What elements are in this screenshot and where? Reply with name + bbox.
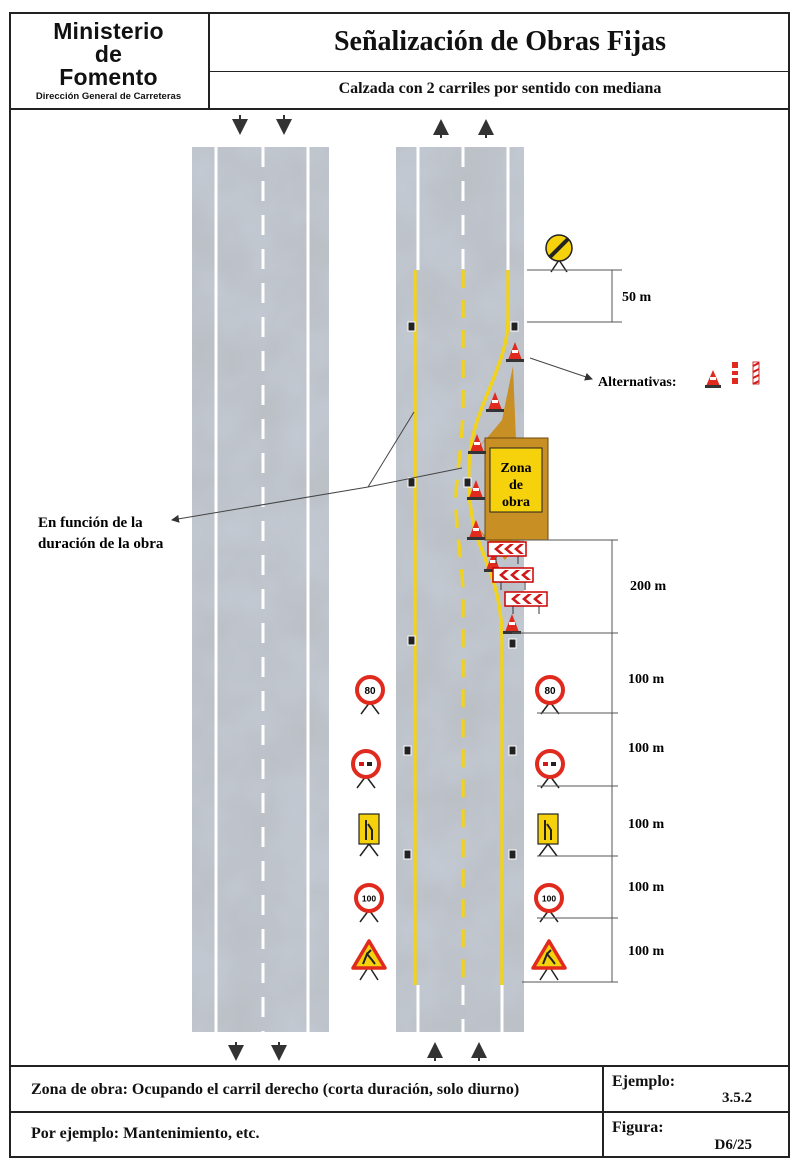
direction-arrows — [228, 115, 494, 1061]
right-carriageway — [396, 147, 524, 1032]
yellow-lane-divider — [454, 270, 465, 985]
distance-label: 50 m — [622, 290, 652, 305]
no-overtaking-sign-icon — [535, 749, 565, 789]
logo-line-2: de — [94, 41, 123, 67]
left-carriageway — [192, 147, 329, 1032]
cone-icon — [705, 370, 721, 388]
stud — [407, 321, 416, 332]
speed-limit-80-sign-icon: 80 — [355, 675, 385, 715]
chevron-panels — [487, 541, 548, 614]
logo-line-1: Ministerio — [53, 18, 164, 44]
speed-limit-100-sign-icon: 100 — [534, 883, 564, 923]
stud — [407, 635, 416, 646]
duration-pointer-main — [171, 486, 369, 523]
stud — [508, 745, 517, 756]
distance-label: 100 m — [628, 944, 665, 959]
cylindrical-beacon-icon — [732, 362, 738, 384]
example-note: Por ejemplo: Mantenimiento, etc. — [9, 1111, 604, 1158]
example-box: Ejemplo: 3.5.2 — [604, 1065, 790, 1111]
stud — [403, 849, 412, 860]
no-overtaking-sign-icon — [351, 749, 381, 789]
cone-icon — [467, 520, 485, 540]
ministry-logo: Ministerio de Fomento Dirección General … — [9, 12, 210, 110]
distance-label: 100 m — [628, 672, 665, 687]
figure-label: Figura: — [612, 1119, 664, 1136]
duration-note-line-2: duración de la obra — [38, 536, 164, 552]
distance-label: 100 m — [628, 880, 665, 895]
stud — [510, 321, 519, 332]
work-zone-label-box — [489, 447, 543, 513]
chevron-panel-icon — [504, 591, 548, 614]
end-of-restriction-sign-icon — [545, 234, 573, 273]
distance-dimensions — [512, 269, 622, 983]
cone-icon — [467, 480, 485, 500]
example-label: Ejemplo: — [612, 1073, 676, 1090]
duration-pointer-1 — [367, 411, 415, 488]
stud — [463, 477, 472, 488]
work-zone: Zona de obra — [472, 366, 549, 560]
duration-pointer-2 — [367, 467, 463, 488]
cone-icon — [468, 434, 486, 454]
alternatives-callout: Alternativas: — [529, 357, 760, 390]
logo-line-3: Fomento — [59, 64, 158, 90]
stud — [508, 849, 517, 860]
lane-closure-sign-icon — [537, 813, 559, 857]
page-frame — [9, 12, 790, 1158]
page-title: Señalización de Obras Fijas — [210, 12, 790, 72]
cone-icon — [506, 342, 524, 362]
page-subtitle: Calzada con 2 carriles por sentido con m… — [210, 72, 790, 110]
right-sign-column: 80 100 — [531, 675, 567, 981]
speed-limit-80-label: 80 — [364, 686, 376, 697]
speed-limit-100-label-right: 100 — [542, 894, 556, 904]
speed-limit-80-label-right: 80 — [544, 686, 556, 697]
work-zone-label-1: Zona — [500, 461, 531, 476]
speed-limit-100-sign-icon: 100 — [354, 883, 384, 923]
distance-label: 200 m — [630, 579, 667, 594]
example-value: 3.5.2 — [722, 1090, 752, 1106]
speed-limit-80-sign-icon: 80 — [535, 675, 565, 715]
stud — [508, 638, 517, 649]
striped-beacon-icon — [752, 361, 760, 385]
left-sign-column: 80 100 — [351, 675, 387, 981]
duration-callout: En función de la duración de la obra — [38, 411, 463, 552]
cone-icon — [486, 392, 504, 412]
work-zone-label-2: de — [509, 478, 523, 493]
road-diagram: Zona de obra — [38, 115, 760, 1061]
distance-label: 100 m — [628, 817, 665, 832]
road-works-sign-icon — [351, 939, 387, 981]
alternatives-label: Alternativas: — [598, 375, 677, 390]
figure-value: D6/25 — [714, 1137, 753, 1153]
yellow-right-edge-taper — [467, 270, 510, 985]
road-studs — [403, 321, 519, 860]
chevron-panel-icon — [492, 567, 534, 590]
lane-closure-sign-icon — [358, 813, 380, 857]
work-zone-label-3: obra — [502, 495, 530, 510]
road-works-sign-icon — [531, 939, 567, 981]
stud — [403, 745, 412, 756]
distance-labels: 50 m 200 m 100 m 100 m 100 m 100 m 100 m — [622, 290, 667, 959]
speed-limit-100-label: 100 — [362, 894, 376, 904]
logo-subtitle: Dirección General de Carreteras — [35, 91, 182, 102]
work-zone-description: Zona de obra: Ocupando el carril derecho… — [9, 1065, 604, 1111]
chevron-panel-icon — [487, 541, 527, 564]
duration-note-line-1: En función de la — [38, 515, 143, 531]
distance-label: 100 m — [628, 741, 665, 756]
figure-box: Figura: D6/25 — [604, 1111, 790, 1158]
alternatives-pointer — [529, 357, 593, 381]
stud — [407, 477, 416, 488]
